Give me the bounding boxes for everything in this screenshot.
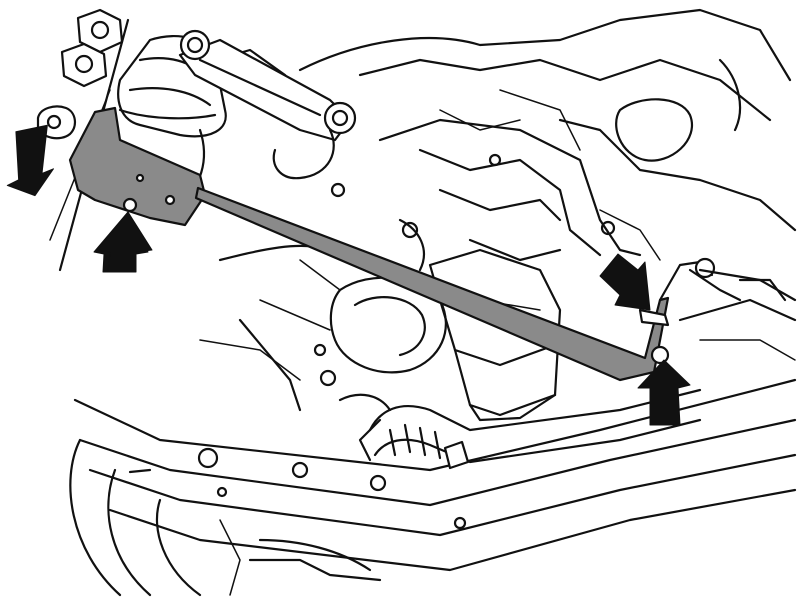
subframe-crossmember xyxy=(73,378,797,572)
engine-block xyxy=(330,118,661,272)
transmission-housing xyxy=(298,8,797,232)
arrow-bracket-bolt xyxy=(93,211,153,273)
differential-housing xyxy=(199,244,447,412)
torque-rod xyxy=(178,29,357,180)
oil-pan xyxy=(428,248,562,422)
arrow-nut-upper-left xyxy=(6,124,54,197)
right-side-linkage xyxy=(650,268,797,365)
arrow-rod-lower-nut xyxy=(637,359,691,426)
arrow-rod-joint xyxy=(599,253,651,311)
exhaust-pipe xyxy=(338,388,702,470)
bracket-and-stay-rod xyxy=(68,106,742,382)
wheel-hub-lower-left xyxy=(69,438,382,597)
stay-rod xyxy=(194,186,670,382)
mounting-bracket xyxy=(68,106,207,227)
